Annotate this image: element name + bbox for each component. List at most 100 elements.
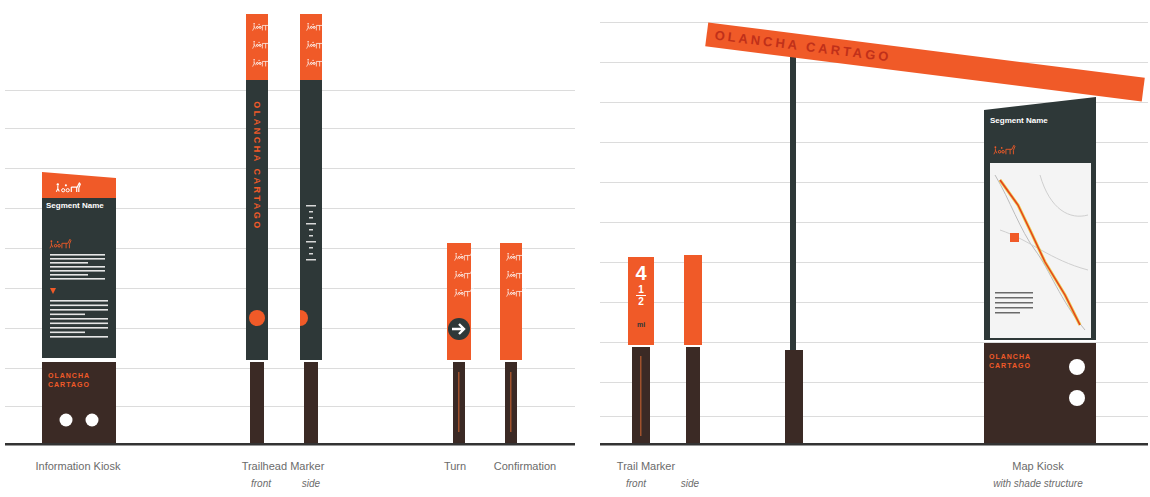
hiker-icon [253, 23, 254, 24]
marker-dot [249, 310, 265, 326]
mileage-tick [309, 253, 313, 255]
sign-text: OLANCHA CARTAGO [48, 371, 110, 389]
text-bar [50, 258, 105, 260]
hiker-icon [307, 43, 310, 49]
bike-icon [258, 60, 259, 61]
sign-text: 2 [636, 295, 646, 307]
text-bar [50, 336, 108, 338]
marker-post [250, 362, 264, 444]
text-bar [50, 305, 108, 307]
text-bar [50, 314, 85, 316]
bike-icon [259, 62, 261, 64]
post-inscription [510, 372, 512, 432]
grid-line [600, 22, 1148, 23]
marker-post [304, 362, 318, 444]
text-bar [50, 274, 88, 276]
bike-icon [461, 274, 463, 276]
text-bar [50, 300, 108, 302]
horse-icon [262, 39, 271, 48]
turn-sign [447, 243, 471, 360]
text-bar [50, 278, 105, 280]
horse-icon [516, 251, 525, 260]
sign-text-area: Segment Name [46, 201, 112, 231]
map-road [995, 175, 1085, 330]
map-kiosk-panel [984, 97, 1096, 340]
bike-icon [66, 189, 69, 192]
hiker-icon [507, 255, 510, 261]
map-kiosk-base [984, 343, 1096, 444]
hiker-icon [455, 273, 458, 279]
arrow-circle [448, 318, 470, 340]
caption: Information Kiosk [36, 460, 121, 472]
grid-line [5, 128, 575, 129]
bike-icon [510, 274, 512, 276]
hiker-icon [507, 289, 508, 290]
horse-icon [464, 287, 473, 296]
hiker-icon [455, 255, 458, 261]
bike-icon [310, 62, 312, 64]
bike-icon [65, 184, 67, 186]
hiker-icon [56, 186, 59, 192]
bike-icon [256, 26, 258, 28]
bike-icon [312, 60, 313, 61]
marker-post [632, 347, 650, 444]
horse-icon [71, 183, 80, 192]
grid-line [5, 168, 575, 169]
logo-dot [86, 414, 99, 427]
mileage-tick [306, 223, 316, 225]
sign-post [453, 362, 465, 444]
text-bar [995, 297, 1033, 299]
hiker-icon [253, 59, 254, 60]
sign-text: Segment Name [990, 116, 1086, 126]
hiker-icon [307, 59, 308, 60]
horse-icon [262, 21, 271, 30]
horse-icon [464, 269, 473, 278]
bike-icon [512, 290, 513, 291]
hiker-icon [253, 43, 256, 49]
bike-icon [513, 274, 515, 276]
kiosk-header [42, 172, 116, 198]
text-bar [50, 266, 105, 268]
marker-panel [246, 80, 268, 360]
bike-icon [461, 256, 463, 258]
sign-text-area: OLANCHA CARTAGO [989, 352, 1055, 378]
logo-dot [1069, 359, 1085, 375]
mileage-tick [309, 211, 313, 213]
hiker-icon [253, 61, 256, 67]
hiker-icon [455, 253, 456, 254]
bike-icon [510, 292, 512, 294]
horse-icon [1006, 145, 1015, 154]
sign-post [505, 362, 517, 444]
text-bar [50, 270, 105, 272]
caption: Trail Marker [617, 460, 675, 472]
text-bar [50, 332, 85, 334]
marker-panel [300, 80, 322, 360]
bike-icon [258, 24, 259, 25]
bike-icon [54, 244, 57, 247]
bike-icon [513, 292, 515, 294]
hiker-icon [307, 61, 310, 67]
bike-icon [57, 241, 59, 243]
bike-icon [458, 292, 460, 294]
mileage-tick [309, 217, 313, 219]
mileage-panel: 412mi [628, 262, 654, 342]
caption: with shade structure [993, 478, 1083, 489]
bike-icon [259, 26, 261, 28]
caption: Trailhead Marker [242, 460, 325, 472]
bike-icon [310, 44, 312, 46]
hiker-icon [507, 253, 508, 254]
sign-text: mi [637, 321, 645, 328]
horse-icon [464, 251, 473, 260]
mileage-tick [306, 241, 316, 243]
text-bar [995, 307, 1033, 309]
bike-icon [460, 254, 461, 255]
kiosk-base [42, 362, 116, 444]
text-bar [50, 327, 108, 329]
bike-icon [312, 42, 313, 43]
bike-icon [313, 44, 315, 46]
mileage-tick [306, 205, 316, 207]
horse-icon [316, 21, 325, 30]
text-bar [50, 318, 108, 320]
hiker-icon [455, 289, 456, 290]
